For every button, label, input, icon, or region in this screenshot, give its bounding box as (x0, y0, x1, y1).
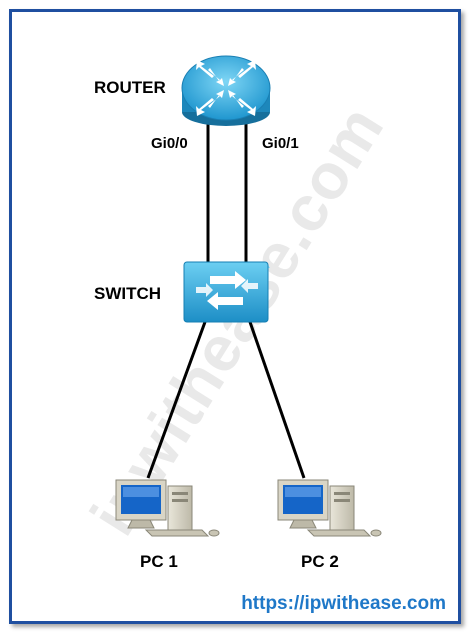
footer-url[interactable]: https://ipwithease.com (241, 593, 446, 614)
port-label-gi0-0: Gi0/0 (151, 135, 188, 152)
pc2-label: PC 2 (301, 552, 339, 571)
port-label-gi0-1: Gi0/1 (262, 135, 299, 152)
switch-icon (183, 261, 270, 323)
links (146, 120, 306, 479)
pc1-icon (115, 479, 220, 537)
pc1-label: PC 1 (140, 552, 178, 571)
switch-label: SWITCH (94, 284, 162, 303)
link-pc2 (248, 321, 306, 479)
router-icon (181, 55, 271, 126)
pc2-icon (277, 479, 382, 537)
link-pc1 (146, 321, 207, 479)
router-label: ROUTER (94, 78, 166, 97)
